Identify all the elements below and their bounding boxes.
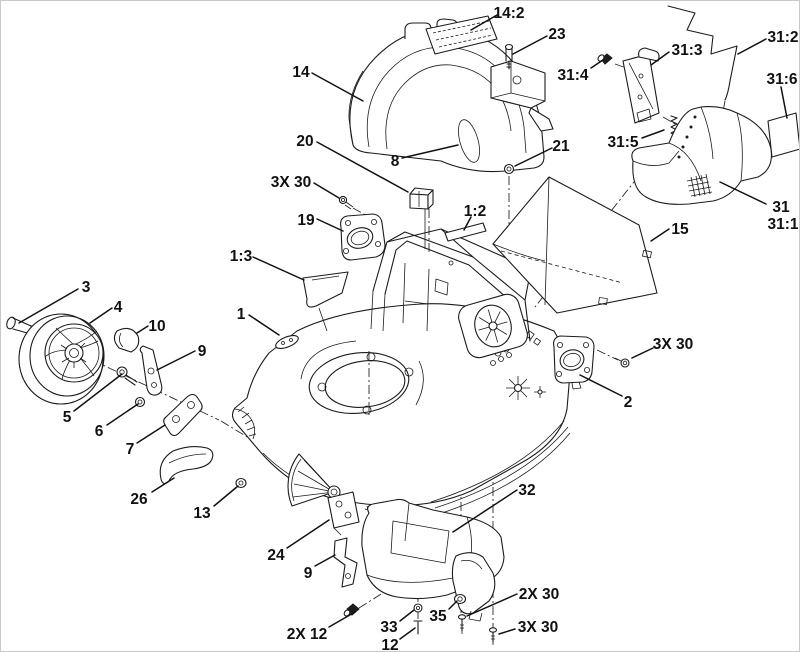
decal-31-6 (767, 112, 799, 158)
screw-2x30 (457, 614, 467, 634)
callout-20: 20 (296, 133, 313, 150)
callout-35: 35 (429, 608, 447, 625)
leader-lines (18, 14, 788, 640)
callout-2: 2 (624, 394, 633, 411)
callout-2x30: 2X 30 (519, 586, 560, 603)
bracket-24 (327, 491, 360, 536)
deflector-26 (159, 445, 214, 485)
callout-3x30-right: 3X 30 (653, 336, 694, 353)
callout-3x30-bottom: 3X 30 (518, 619, 559, 636)
callout-31-2: 31:2 (767, 29, 798, 46)
clip-20 (409, 187, 434, 249)
screw-2x12 (343, 603, 360, 617)
callout-labels: 14:2 23 31:3 31:2 31:4 31:6 14 8 31:5 20… (63, 5, 799, 652)
blower-housing (458, 293, 528, 359)
callout-7: 7 (126, 441, 135, 458)
chute-grille (686, 173, 713, 198)
callout-3x30-left: 3X 30 (271, 174, 312, 191)
callout-14: 14 (292, 64, 310, 81)
callout-5: 5 (63, 409, 72, 426)
callout-23: 23 (548, 26, 566, 43)
bracket-9-lower (333, 537, 358, 588)
bolt-12 (413, 620, 423, 635)
callout-8: 8 (391, 153, 400, 170)
callout-31-4: 31:4 (557, 67, 588, 84)
callout-9-lower: 9 (304, 565, 313, 582)
nut-13 (235, 477, 247, 489)
callout-1-2: 1:2 (464, 203, 486, 220)
callout-31-3: 31:3 (671, 42, 702, 59)
callout-3: 3 (82, 279, 91, 296)
wire-handle-31-2 (667, 5, 738, 101)
impeller-star (506, 376, 546, 400)
callout-26: 26 (130, 491, 148, 508)
deflector-1-3 (302, 271, 349, 332)
bolt-23 (504, 43, 514, 70)
callout-9-upper: 9 (198, 343, 207, 360)
bolt-5 (116, 366, 138, 386)
adjust-lever-10 (113, 327, 140, 353)
nut-21 (503, 163, 515, 175)
callout-31-6: 31:6 (766, 71, 797, 88)
plate-19 (340, 213, 386, 261)
bag-chute-assembly (597, 5, 799, 205)
washer-33 (413, 603, 423, 613)
callout-13: 13 (193, 505, 211, 522)
callout-19: 19 (297, 212, 315, 229)
plate-2 (553, 335, 595, 390)
callout-10: 10 (148, 318, 165, 335)
callout-4: 4 (114, 299, 123, 316)
callout-6: 6 (95, 423, 104, 440)
callout-24: 24 (267, 547, 285, 564)
callout-32: 32 (518, 482, 535, 499)
bag-cover-assembly (348, 15, 554, 175)
callout-31-1: 31:1 (767, 216, 798, 233)
callout-1: 1 (237, 306, 246, 323)
callout-15: 15 (671, 221, 689, 238)
rear-door-15 (492, 176, 658, 314)
screw-3x30-left (338, 195, 354, 210)
height-cam-sector (287, 453, 341, 507)
chute-body-31 (631, 106, 773, 205)
rear-tower-frame (370, 228, 532, 359)
callout-33: 33 (380, 619, 398, 636)
callout-1-3: 1:3 (230, 248, 253, 265)
callout-21: 21 (552, 138, 570, 155)
wheel (18, 313, 105, 405)
callout-14-2: 14:2 (493, 5, 524, 22)
bracket-9-upper (139, 345, 163, 396)
front-wheel-assembly (6, 313, 203, 437)
screw-3x30-right (614, 357, 630, 368)
screw-3x30-bottom (488, 627, 498, 645)
belt-guard-assembly (287, 453, 505, 645)
latch-bracket-31-3 (622, 47, 660, 124)
callout-12: 12 (381, 637, 398, 652)
callout-2x12: 2X 12 (287, 626, 328, 643)
callout-31: 31 (772, 199, 790, 216)
callout-31-5: 31:5 (607, 134, 638, 151)
plate-7 (163, 393, 203, 437)
decal-1-2 (444, 222, 487, 242)
